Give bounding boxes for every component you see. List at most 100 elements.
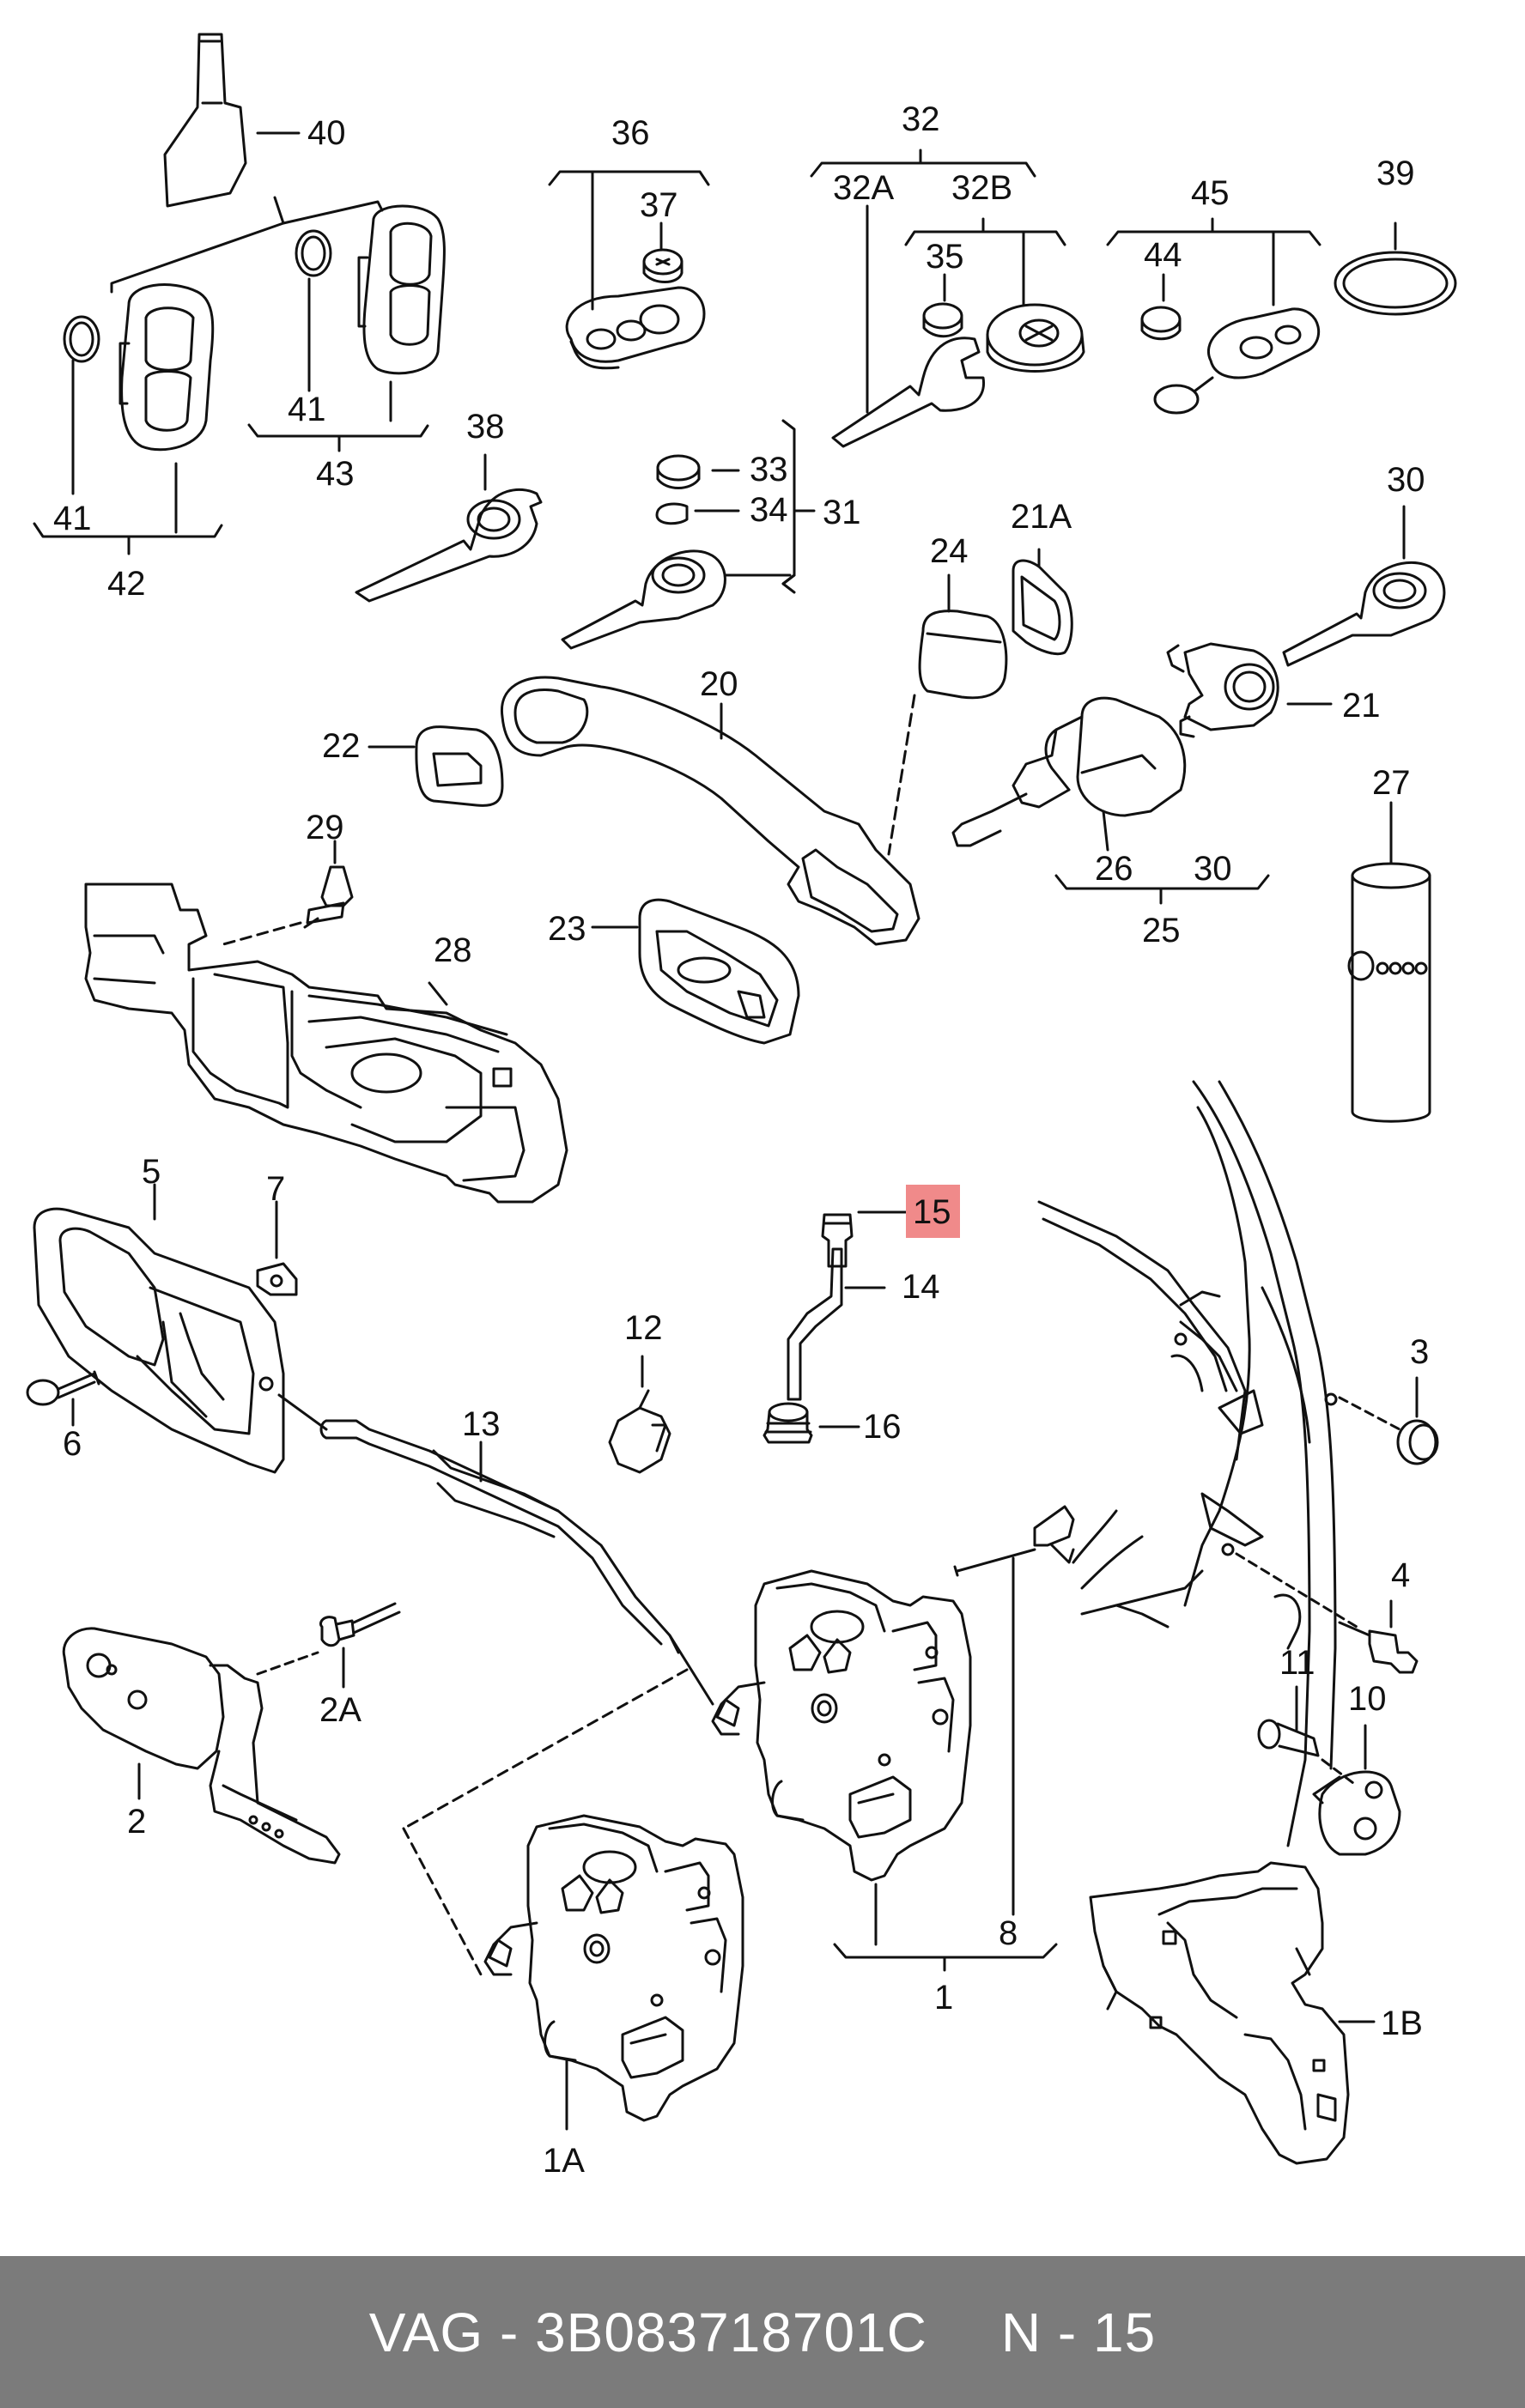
callout-22: 22 bbox=[322, 727, 361, 765]
bolt-29 bbox=[303, 840, 354, 929]
handle-carrier-28 bbox=[84, 883, 568, 1204]
bolt-4 bbox=[1235, 1552, 1419, 1674]
callout-45: 45 bbox=[1191, 174, 1230, 212]
key-32a bbox=[831, 337, 985, 448]
callout-3: 3 bbox=[1410, 1333, 1429, 1371]
callout-10: 10 bbox=[1348, 1680, 1387, 1718]
cable-8 bbox=[953, 1505, 1075, 1916]
callout-2a: 2A bbox=[319, 1691, 362, 1729]
bolt-2a bbox=[319, 1602, 401, 1689]
remote-housing-right bbox=[357, 204, 446, 375]
callout-16: 16 bbox=[863, 1408, 902, 1446]
door-lock-1 bbox=[668, 1569, 972, 1946]
callout-35: 35 bbox=[926, 238, 964, 276]
callout-23: 23 bbox=[548, 910, 586, 948]
callout-6: 6 bbox=[63, 1425, 82, 1463]
callout-2: 2 bbox=[127, 1803, 146, 1841]
screw-6 bbox=[26, 1370, 100, 1427]
callout-21a: 21A bbox=[1011, 498, 1072, 536]
clip-12 bbox=[608, 1355, 671, 1474]
callout-7: 7 bbox=[266, 1170, 285, 1208]
striker-plate-10 bbox=[1312, 1724, 1401, 1856]
tube-14 bbox=[787, 1247, 886, 1401]
exploded-parts-diagram: 40 36 32 32A 32B 45 39 37 35 44 41 43 41… bbox=[26, 33, 1457, 2180]
callout-11: 11 bbox=[1279, 1644, 1315, 1682]
seal-22 bbox=[368, 725, 504, 807]
callout-28: 28 bbox=[434, 931, 472, 969]
callout-38: 38 bbox=[466, 408, 505, 446]
o-ring-41-left bbox=[63, 315, 100, 363]
grommet-16 bbox=[762, 1402, 860, 1444]
remote-32b bbox=[922, 302, 1085, 373]
key-blade-40 bbox=[163, 33, 301, 208]
key-31-assembly bbox=[561, 454, 792, 650]
callout-1: 1 bbox=[934, 1979, 953, 2017]
key-30 bbox=[1282, 505, 1446, 667]
bracket-43 bbox=[110, 196, 384, 294]
lock-cylinder-26 bbox=[951, 696, 1187, 852]
callout-40: 40 bbox=[307, 114, 346, 152]
bracket-2 bbox=[62, 1627, 341, 1865]
callout-1b: 1B bbox=[1381, 2005, 1423, 2042]
callout-21: 21 bbox=[1342, 687, 1381, 725]
footer-brand: VAG bbox=[368, 2301, 484, 2363]
highlight-15 bbox=[906, 1185, 960, 1238]
callout-15: 15 bbox=[913, 1193, 951, 1231]
nut-3 bbox=[1338, 1376, 1439, 1465]
callout-37: 37 bbox=[640, 186, 678, 224]
callout-29: 29 bbox=[306, 809, 344, 846]
callouts: 40 36 32 32A 32B 45 39 37 35 44 41 43 41… bbox=[53, 100, 1429, 2180]
callout-44: 44 bbox=[1144, 236, 1182, 274]
callout-32b: 32B bbox=[951, 169, 1012, 207]
seal-23 bbox=[591, 898, 800, 1045]
callout-32: 32 bbox=[902, 100, 940, 138]
seal-21a bbox=[1012, 548, 1073, 656]
callout-36: 36 bbox=[611, 114, 650, 152]
callout-12: 12 bbox=[624, 1309, 663, 1347]
callout-24: 24 bbox=[930, 532, 969, 570]
o-ring-41-right bbox=[295, 229, 332, 277]
callout-13: 13 bbox=[462, 1405, 501, 1443]
callout-34: 34 bbox=[750, 491, 788, 529]
callout-43: 43 bbox=[316, 455, 355, 493]
retainer-21 bbox=[1166, 642, 1333, 738]
remote-36 bbox=[565, 248, 706, 370]
aerosol-can-27 bbox=[1347, 801, 1431, 1123]
callout-4: 4 bbox=[1391, 1556, 1410, 1594]
inner-handle-bezel-5 bbox=[33, 1183, 285, 1474]
callout-31: 31 bbox=[823, 494, 861, 531]
cap-24 bbox=[918, 573, 1008, 700]
remote-housing-left bbox=[118, 283, 215, 452]
door-lock-1a bbox=[483, 1814, 744, 2131]
callout-39: 39 bbox=[1376, 155, 1415, 192]
callout-30-bottom: 30 bbox=[1194, 850, 1232, 888]
callout-42: 42 bbox=[107, 565, 146, 603]
callout-25: 25 bbox=[1142, 912, 1181, 949]
callout-5: 5 bbox=[142, 1153, 161, 1191]
bracket-1b bbox=[1089, 1861, 1376, 2165]
footer-part-number: 3B083718701C bbox=[535, 2301, 927, 2363]
key-38 bbox=[355, 453, 543, 603]
callout-14: 14 bbox=[902, 1268, 940, 1306]
callout-20: 20 bbox=[700, 665, 738, 703]
clip-7 bbox=[256, 1200, 298, 1296]
cap-15 bbox=[821, 1210, 908, 1268]
bolt-11 bbox=[1257, 1685, 1320, 1757]
callout-33: 33 bbox=[750, 451, 788, 488]
door-frame bbox=[1037, 1080, 1338, 1847]
callout-1a: 1A bbox=[543, 2142, 585, 2180]
o-ring-39 bbox=[1334, 251, 1457, 316]
callout-26: 26 bbox=[1095, 850, 1133, 888]
door-handle-20 bbox=[500, 676, 920, 946]
callout-27: 27 bbox=[1372, 764, 1411, 802]
callout-41-right: 41 bbox=[288, 391, 326, 428]
callout-41-left: 41 bbox=[53, 500, 92, 537]
remote-45 bbox=[1140, 306, 1320, 415]
cable-rod-13 bbox=[277, 1393, 680, 1654]
footer-ref: N - 15 bbox=[1000, 2301, 1157, 2363]
callout-8: 8 bbox=[999, 1914, 1018, 1952]
callout-32a: 32A bbox=[833, 169, 894, 207]
callout-30-top: 30 bbox=[1387, 461, 1425, 499]
